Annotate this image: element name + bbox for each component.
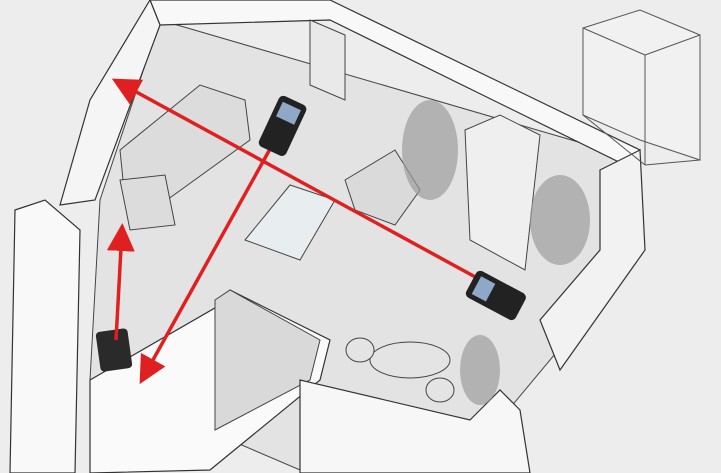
measure-line-short bbox=[106, 223, 135, 341]
front-right-wall bbox=[299, 379, 531, 473]
armchair bbox=[344, 149, 421, 226]
laser-meter-icon bbox=[465, 270, 526, 321]
sofa bbox=[119, 84, 251, 231]
right-wall bbox=[539, 149, 646, 372]
laser-meter-icon bbox=[258, 95, 307, 156]
plants bbox=[402, 100, 590, 405]
left-wall bbox=[59, 0, 161, 206]
dining-set bbox=[345, 337, 455, 403]
bookshelf bbox=[214, 289, 321, 431]
front-left-wall bbox=[9, 199, 81, 473]
wireframe-box-icon bbox=[582, 9, 701, 166]
heater-icon bbox=[95, 328, 133, 372]
measure-line-diagonal bbox=[139, 139, 277, 385]
measure-line-long bbox=[111, 78, 491, 287]
picture-frame bbox=[309, 19, 346, 101]
